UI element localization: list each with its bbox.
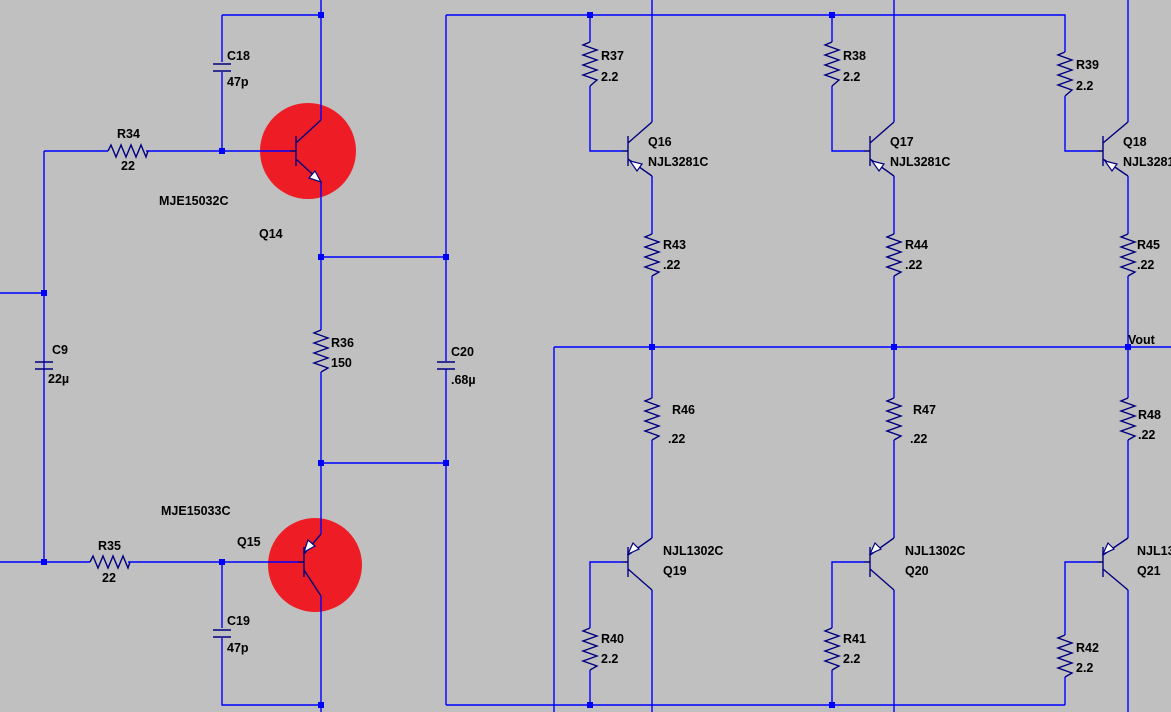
r39-value: 2.2	[1076, 79, 1093, 93]
vout-label: Vout	[1128, 333, 1156, 347]
c18-symbol	[213, 63, 231, 72]
q16-symbol	[622, 121, 653, 177]
r48-symbol	[1118, 397, 1138, 441]
r42-value: 2.2	[1076, 661, 1093, 675]
c20-ref: C20	[451, 345, 474, 359]
r44-ref: R44	[905, 238, 928, 252]
r38-ref: R38	[843, 49, 866, 63]
q17-part: NJL3281C	[890, 155, 950, 169]
r40-value: 2.2	[601, 652, 618, 666]
c18-ref: C18	[227, 49, 250, 63]
r35-symbol	[89, 554, 131, 570]
r47-value: .22	[910, 432, 927, 446]
r34-value: 22	[121, 159, 135, 173]
r35-value: 22	[102, 571, 116, 585]
q20-symbol	[864, 537, 895, 591]
q14-highlight	[260, 103, 356, 199]
r40-symbol	[580, 627, 600, 671]
r42-ref: R42	[1076, 641, 1099, 655]
r37-symbol	[580, 41, 600, 87]
r45-value: .22	[1137, 258, 1154, 272]
r41-ref: R41	[843, 632, 866, 646]
r37-value: 2.2	[601, 70, 618, 84]
r35-ref: R35	[98, 539, 121, 553]
q15-ref: Q15	[237, 535, 261, 549]
r34-symbol	[107, 143, 149, 159]
r39-ref: R39	[1076, 58, 1099, 72]
component-labels: C18 47p R34 22 MJE15032C Q14 R36 150 C9 …	[48, 49, 1171, 675]
c20-symbol	[437, 361, 455, 370]
q20-part: NJL1302C	[905, 544, 965, 558]
q20-ref: Q20	[905, 564, 929, 578]
r43-value: .22	[663, 258, 680, 272]
q16-ref: Q16	[648, 135, 672, 149]
c9-value: 22µ	[48, 372, 69, 386]
c20-value: .68µ	[451, 373, 476, 387]
r43-symbol	[642, 233, 662, 277]
q14-symbol	[290, 119, 323, 184]
c19-value: 47p	[227, 641, 249, 655]
q18-symbol	[1097, 121, 1129, 177]
c9-ref: C9	[52, 343, 68, 357]
q19-symbol	[622, 537, 653, 591]
r36-symbol	[311, 329, 331, 373]
r36-value: 150	[331, 356, 352, 370]
r38-value: 2.2	[843, 70, 860, 84]
q16-part: NJL3281C	[648, 155, 708, 169]
r36-ref: R36	[331, 336, 354, 350]
q19-ref: Q19	[663, 564, 687, 578]
junction-dots	[41, 12, 1131, 708]
r47-symbol	[884, 397, 904, 441]
r44-symbol	[884, 233, 904, 277]
q17-ref: Q17	[890, 135, 914, 149]
r46-value: .22	[668, 432, 685, 446]
r46-symbol	[642, 397, 662, 441]
r41-value: 2.2	[843, 652, 860, 666]
q17-symbol	[864, 121, 895, 177]
q21-part: NJL13	[1137, 544, 1171, 558]
r43-ref: R43	[663, 238, 686, 252]
c9-symbol	[35, 361, 53, 370]
r38-symbol	[822, 41, 842, 87]
r46-ref: R46	[672, 403, 695, 417]
r47-ref: R47	[913, 403, 936, 417]
resistor-symbols	[89, 41, 1138, 678]
r39-symbol	[1055, 51, 1075, 97]
r42-symbol	[1055, 634, 1075, 678]
r41-symbol	[822, 627, 842, 671]
q15-part: MJE15033C	[161, 504, 231, 518]
q18-ref: Q18	[1123, 135, 1147, 149]
r48-ref: R48	[1138, 408, 1161, 422]
q15-highlight	[268, 518, 362, 612]
r44-value: .22	[905, 258, 922, 272]
q19-part: NJL1302C	[663, 544, 723, 558]
q21-ref: Q21	[1137, 564, 1161, 578]
c19-ref: C19	[227, 614, 250, 628]
r45-ref: R45	[1137, 238, 1160, 252]
r48-value: .22	[1138, 428, 1155, 442]
q14-ref: Q14	[259, 227, 283, 241]
c19-symbol	[213, 629, 231, 638]
r40-ref: R40	[601, 632, 624, 646]
r34-ref: R34	[117, 127, 140, 141]
r45-symbol	[1118, 233, 1138, 277]
capacitor-symbols	[35, 63, 455, 638]
q18-part: NJL3281	[1123, 155, 1171, 169]
q14-part: MJE15032C	[159, 194, 229, 208]
q15-symbol	[298, 533, 322, 597]
c18-value: 47p	[227, 75, 249, 89]
r37-ref: R37	[601, 49, 624, 63]
q21-symbol	[1097, 537, 1129, 591]
